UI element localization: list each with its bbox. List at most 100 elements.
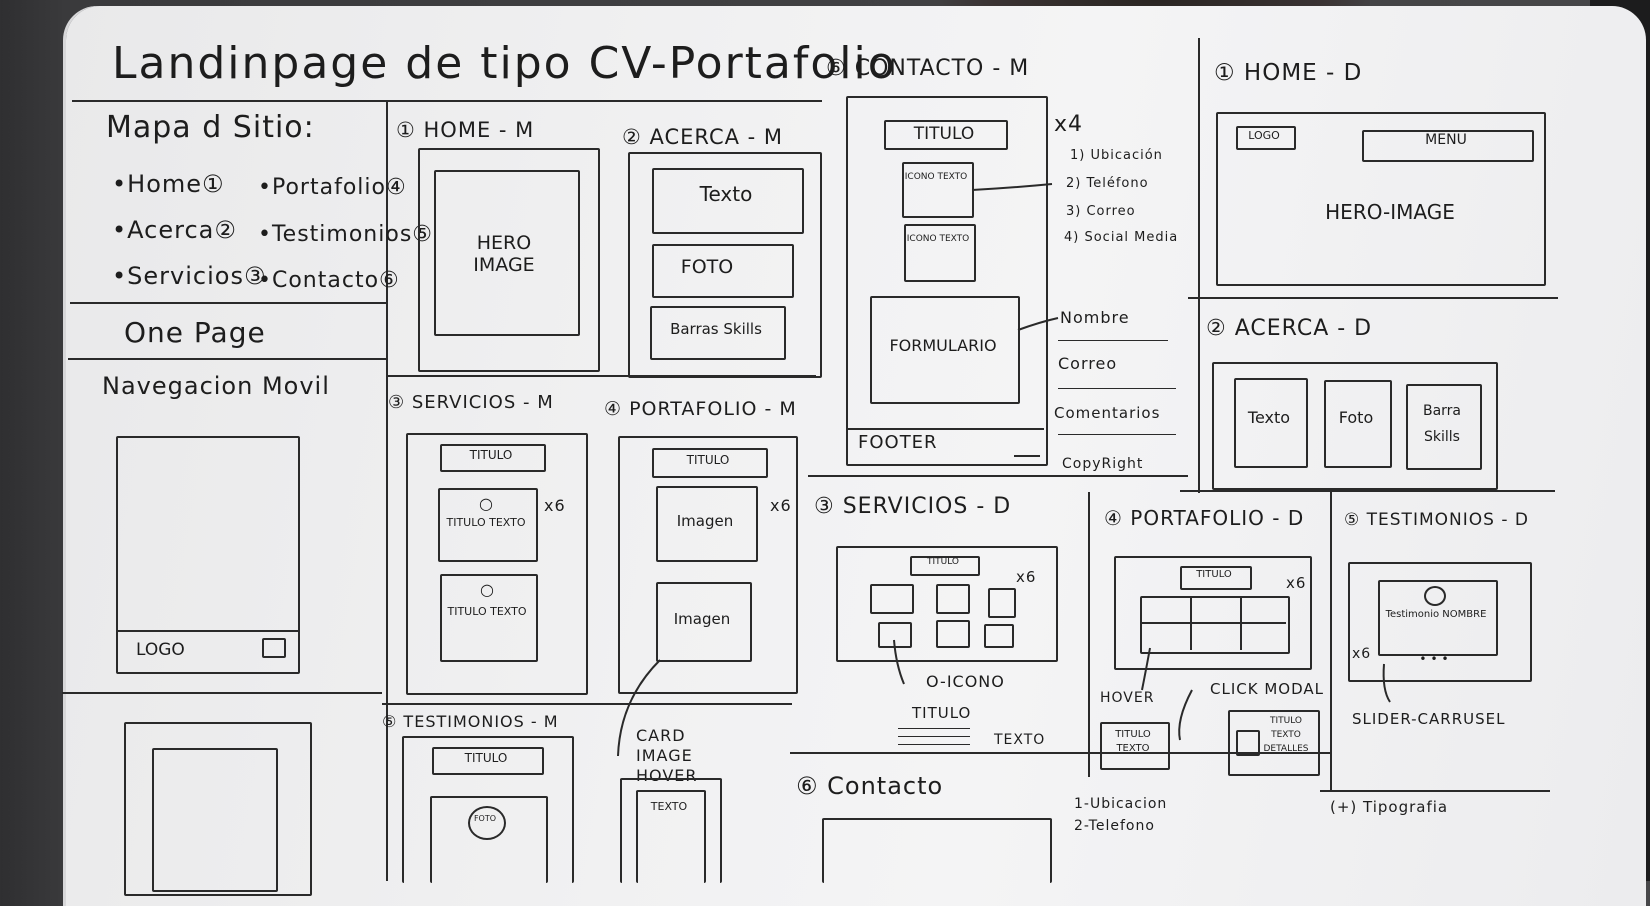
contacto-m-frame <box>846 96 1048 466</box>
divider <box>790 752 1330 754</box>
portafolio-m-frame <box>618 436 798 694</box>
portafolio-m-titulo <box>652 448 768 478</box>
acerca-d-texto <box>1234 378 1308 468</box>
servicios-d-heading: ③ SERVICIOS - D <box>814 494 1012 519</box>
divider <box>1330 492 1332 792</box>
portafolio-d-titulo-label: TITULO <box>1196 569 1232 580</box>
servicios-m-card <box>438 488 538 562</box>
contacto-m-form <box>870 296 1020 404</box>
field-line <box>1058 340 1168 341</box>
service-tile <box>988 588 1016 618</box>
contacto-d-list-item: 2-Telefono <box>1074 818 1155 834</box>
divider <box>386 375 816 377</box>
acerca-m-frame <box>628 152 822 378</box>
testimonial-photo-icon <box>468 806 506 840</box>
sitemap-heading: Mapa d Sitio: <box>106 110 315 145</box>
contacto-m-heading: ⑥ CONTACTO - M <box>826 56 1030 81</box>
contacto-m-icon-text-label: ICONO TEXTO <box>906 234 970 244</box>
divider <box>386 100 388 881</box>
acerca-d-frame <box>1212 362 1498 490</box>
portafolio-m-card-hover <box>620 778 722 883</box>
arrow-line <box>893 639 905 685</box>
divider <box>62 692 382 694</box>
testimonios-d-card-label: Testimonio NOMBRE <box>1385 609 1487 620</box>
portafolio-d-hover-card <box>1100 722 1170 770</box>
service-tile <box>936 584 970 614</box>
portafolio-m-note: CARD IMAGE HOVER <box>636 726 698 785</box>
portafolio-m-image-label: Imagen <box>676 512 734 530</box>
sitemap-item: •Servicios③ <box>112 262 267 290</box>
portafolio-d-hover: HOVER <box>1100 690 1155 706</box>
sketch-arrows <box>617 183 1391 757</box>
service-tile <box>984 624 1014 648</box>
service-tile <box>870 584 914 614</box>
testimonios-d-slider: SLIDER-CARRUSEL <box>1352 710 1506 728</box>
servicios-m-titulo <box>440 444 546 472</box>
text-line <box>898 736 970 737</box>
hamburger-icon <box>262 638 286 658</box>
arrow-line <box>617 659 661 757</box>
acerca-m-barras <box>650 306 786 360</box>
contacto-m-list-item: 3) Correo <box>1066 204 1136 219</box>
service-tile <box>936 620 970 648</box>
contacto-m-form-label: FORMULARIO <box>889 336 997 355</box>
contacto-m-titulo <box>884 120 1008 150</box>
acerca-d-foto <box>1324 380 1392 468</box>
contacto-m-count: x4 <box>1054 112 1084 137</box>
slider-dots: ••• <box>1419 652 1453 666</box>
divider <box>808 475 1188 477</box>
testimonios-d-frame <box>1348 562 1532 682</box>
servicios-d-titulo <box>910 556 980 576</box>
testimonios-m-card <box>430 796 548 883</box>
portafolio-d-heading: ④ PORTAFOLIO - D <box>1104 506 1305 530</box>
home-d-menu-label: MENU <box>1425 132 1467 148</box>
contacto-m-field: Correo <box>1058 354 1118 373</box>
acerca-m-heading: ② ACERCA - M <box>622 125 784 149</box>
servicios-m-count: x6 <box>544 496 566 515</box>
portafolio-d-hover-label: TITULO TEXTO <box>1115 729 1151 754</box>
arrow-line <box>1382 663 1391 703</box>
portafolio-m-card-inner <box>636 790 706 883</box>
divider <box>1198 38 1200 493</box>
arrow-line <box>1178 689 1193 741</box>
field-line <box>1058 388 1176 389</box>
acerca-d-foto-label: Foto <box>1338 408 1374 427</box>
servicios-m-card-label: TITULO TEXTO <box>447 605 527 618</box>
divider <box>1088 492 1090 777</box>
mobile-nav-heading: Navegacion Movil <box>102 372 330 400</box>
contacto-m-list-item: 4) Social Media <box>1064 230 1179 245</box>
contacto-m-field: Nombre <box>1060 308 1130 327</box>
divider <box>1180 490 1555 492</box>
acerca-m-foto-label: FOTO <box>680 256 734 278</box>
arrow-line <box>1141 647 1151 691</box>
service-icon: ○ <box>480 580 494 599</box>
servicios-d-legend-texto: TEXTO <box>994 732 1046 748</box>
portafolio-m-image <box>656 486 758 562</box>
portafolio-d-count: x6 <box>1286 574 1307 592</box>
acerca-m-texto <box>652 168 804 234</box>
contacto-m-icon-text <box>904 224 976 282</box>
mobile-logo: LOGO <box>136 640 185 660</box>
testimonial-photo-label: FOTO <box>473 814 497 823</box>
servicios-d-count: x6 <box>1016 568 1037 586</box>
acerca-m-barras-label: Barras Skills <box>670 320 762 338</box>
divider <box>68 358 386 360</box>
portafolio-d-grid <box>1140 596 1290 654</box>
portafolio-d-titulo <box>1180 566 1252 590</box>
modal-image-icon <box>1236 730 1260 756</box>
contacto-d-heading: ⑥ Contacto <box>796 772 944 800</box>
acerca-d-heading: ② ACERCA - D <box>1206 316 1373 341</box>
testimonios-m-titulo-label: TITULO <box>464 751 508 765</box>
sitemap-item: •Acerca② <box>112 216 237 244</box>
home-m-hero <box>434 170 580 336</box>
testimonios-m-titulo <box>432 747 544 775</box>
divider <box>382 703 792 705</box>
grid-line <box>1190 598 1192 650</box>
acerca-m-texto-label: Texto <box>699 182 753 206</box>
sitemap-item: •Contacto⑥ <box>258 268 400 293</box>
acerca-d-barra-label: Barra Skills <box>1422 403 1462 445</box>
mobile-frame <box>116 436 300 674</box>
testimonios-d-count: x6 <box>1352 646 1372 662</box>
portafolio-m-card-label: TEXTO <box>650 800 688 813</box>
sitemap-item: •Home① <box>112 170 225 198</box>
